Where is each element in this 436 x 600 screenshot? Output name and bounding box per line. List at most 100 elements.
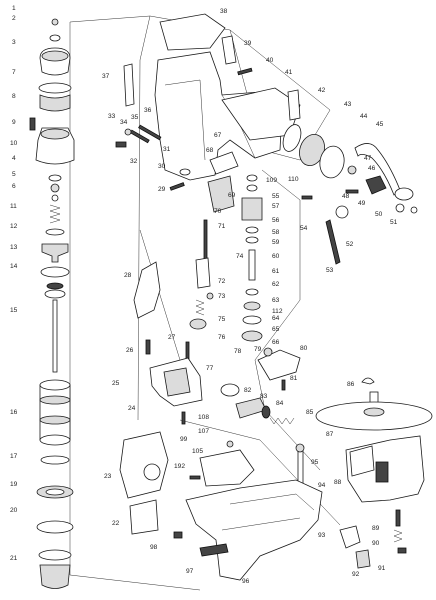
callout-15: 15 bbox=[10, 307, 18, 314]
callout-labels: 1 2 3 7 8 9 10 4 5 6 11 12 13 14 15 16 1… bbox=[10, 5, 398, 585]
callout-25: 25 bbox=[112, 380, 120, 387]
callout-13: 13 bbox=[10, 244, 18, 251]
callout-2: 2 bbox=[12, 15, 16, 22]
callout-12: 12 bbox=[10, 223, 18, 230]
callout-52: 52 bbox=[346, 241, 354, 248]
callout-32: 32 bbox=[130, 158, 138, 165]
callout-105: 105 bbox=[192, 448, 203, 455]
sleeve-part bbox=[39, 94, 71, 112]
callout-30: 30 bbox=[158, 163, 166, 170]
callout-85: 85 bbox=[306, 409, 314, 416]
callout-91: 91 bbox=[378, 565, 386, 572]
callout-10: 10 bbox=[10, 140, 18, 147]
callout-109: 109 bbox=[266, 177, 277, 184]
nose-part bbox=[185, 479, 323, 581]
pawl-part bbox=[199, 449, 255, 487]
callout-7: 7 bbox=[12, 69, 16, 76]
callout-86: 86 bbox=[347, 381, 355, 388]
magazine-parts bbox=[315, 377, 433, 503]
callout-39: 39 bbox=[244, 40, 252, 47]
hook-part bbox=[354, 143, 401, 196]
callout-67: 67 bbox=[214, 132, 222, 139]
callout-61: 61 bbox=[272, 268, 280, 275]
callout-66: 66 bbox=[272, 339, 280, 346]
callout-38: 38 bbox=[220, 8, 228, 15]
callout-5: 5 bbox=[12, 171, 16, 178]
callout-53: 53 bbox=[326, 267, 334, 274]
callout-44: 44 bbox=[360, 113, 368, 120]
callout-108: 108 bbox=[198, 414, 209, 421]
callout-79: 79 bbox=[254, 346, 262, 353]
callout-76: 76 bbox=[218, 334, 226, 341]
callout-94: 94 bbox=[318, 482, 326, 489]
callout-57: 57 bbox=[272, 203, 280, 210]
callout-87: 87 bbox=[326, 431, 334, 438]
callout-42: 42 bbox=[318, 87, 326, 94]
callout-78: 78 bbox=[234, 348, 242, 355]
callout-21: 21 bbox=[10, 555, 18, 562]
callout-96: 96 bbox=[242, 578, 250, 585]
callout-23: 23 bbox=[104, 473, 112, 480]
valve-part bbox=[41, 243, 69, 263]
callout-95: 95 bbox=[311, 459, 319, 466]
callout-75: 75 bbox=[218, 316, 226, 323]
callout-63: 63 bbox=[272, 297, 280, 304]
callout-97: 97 bbox=[186, 568, 194, 575]
callout-9: 9 bbox=[12, 119, 16, 126]
callout-14: 14 bbox=[10, 263, 18, 270]
callout-35: 35 bbox=[131, 114, 139, 121]
callout-48: 48 bbox=[342, 193, 350, 200]
callout-71: 71 bbox=[218, 223, 226, 230]
callout-69: 69 bbox=[228, 192, 236, 199]
callout-17: 17 bbox=[10, 453, 18, 460]
callout-59: 59 bbox=[272, 239, 280, 246]
washer-part bbox=[49, 34, 61, 42]
callout-92: 92 bbox=[352, 571, 360, 578]
swivel-part bbox=[220, 383, 240, 397]
label-part bbox=[221, 35, 237, 65]
callout-43: 43 bbox=[344, 101, 352, 108]
callout-80: 80 bbox=[300, 345, 308, 352]
callout-107: 107 bbox=[198, 428, 209, 435]
callout-1: 1 bbox=[12, 5, 16, 12]
ring-part bbox=[38, 82, 72, 94]
callout-54: 54 bbox=[300, 225, 308, 232]
bracket-part bbox=[133, 261, 161, 319]
callout-81: 81 bbox=[290, 375, 298, 382]
left-column-parts bbox=[29, 18, 75, 589]
trigger-lever-parts bbox=[133, 261, 295, 425]
callout-37: 37 bbox=[102, 73, 110, 80]
feeder-part bbox=[119, 431, 169, 499]
callout-49: 49 bbox=[358, 200, 366, 207]
callout-98: 98 bbox=[150, 544, 158, 551]
callout-16: 16 bbox=[10, 409, 18, 416]
nose-magazine-parts bbox=[119, 431, 407, 581]
callout-88: 88 bbox=[334, 479, 342, 486]
callout-47: 47 bbox=[364, 155, 372, 162]
callout-27: 27 bbox=[168, 334, 176, 341]
cylinder-part bbox=[39, 384, 71, 441]
callout-65: 65 bbox=[272, 326, 280, 333]
callout-62: 62 bbox=[272, 281, 280, 288]
frame-lines bbox=[69, 15, 341, 591]
callout-56: 56 bbox=[272, 217, 280, 224]
callout-112: 112 bbox=[272, 308, 283, 315]
callout-8: 8 bbox=[12, 93, 16, 100]
callout-74: 74 bbox=[236, 253, 244, 260]
callout-41: 41 bbox=[285, 69, 293, 76]
callout-36: 36 bbox=[144, 107, 152, 114]
gasket-part bbox=[159, 13, 226, 51]
valve-body-part bbox=[241, 197, 263, 221]
callout-20: 20 bbox=[10, 507, 18, 514]
callout-73: 73 bbox=[218, 293, 226, 300]
callout-82: 82 bbox=[244, 387, 252, 394]
callout-83: 83 bbox=[260, 393, 268, 400]
callout-4: 4 bbox=[12, 155, 16, 162]
callout-28: 28 bbox=[124, 272, 132, 279]
callout-33: 33 bbox=[108, 113, 116, 120]
spring-part bbox=[49, 204, 61, 224]
callout-58: 58 bbox=[272, 229, 280, 236]
callout-68: 68 bbox=[206, 147, 214, 154]
callout-77: 77 bbox=[206, 365, 214, 372]
callout-26: 26 bbox=[126, 347, 134, 354]
